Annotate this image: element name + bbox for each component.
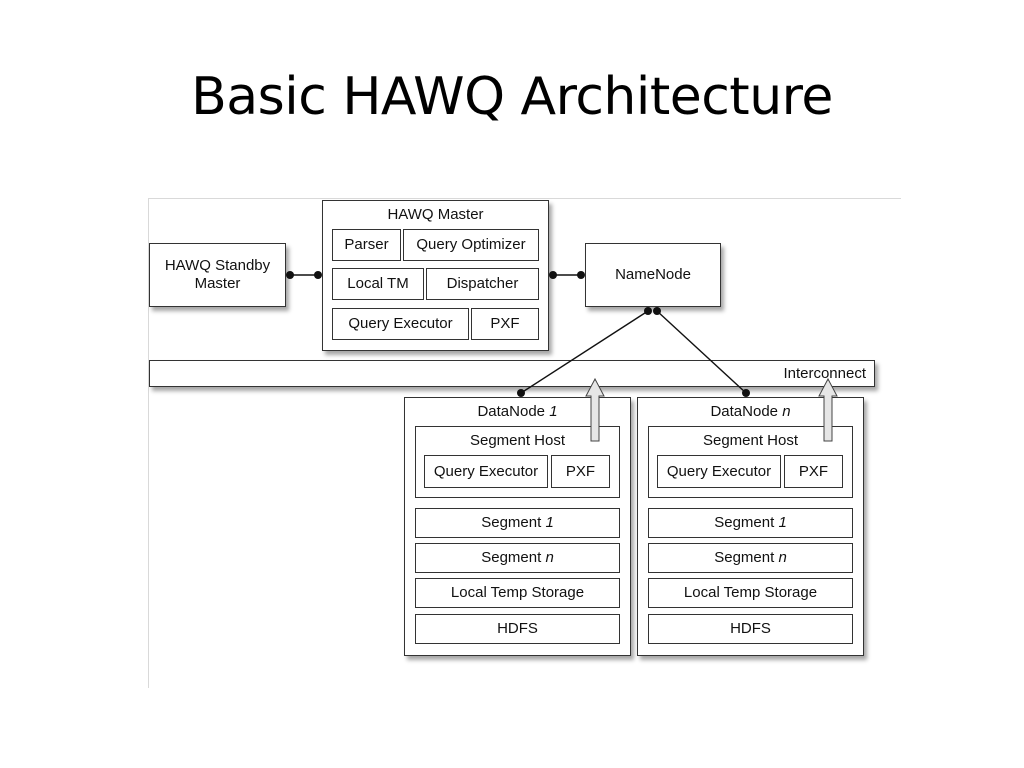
interconnect-bar: Interconnect xyxy=(149,360,875,387)
hawq-master-label: HAWQ Master xyxy=(387,206,484,223)
datanode-n-label-text: DataNode xyxy=(710,403,779,420)
datanode-1-segment-1-index: 1 xyxy=(545,514,554,531)
datanode-1-hdfs-box: HDFS xyxy=(415,614,620,644)
datanode-n-label: DataNode n xyxy=(637,403,864,421)
datanode-1-label: DataNode 1 xyxy=(404,403,631,421)
parser-box: Parser xyxy=(332,229,401,261)
datanode-n-segment-n-index: n xyxy=(778,549,787,566)
datanode-1-segment-host-label: Segment Host xyxy=(469,432,566,449)
local-tm-box: Local TM xyxy=(332,268,424,300)
datanode-1-label-text: DataNode xyxy=(477,403,546,420)
interconnect-label: Interconnect xyxy=(783,364,866,382)
datanode-1-pxf-box: PXF xyxy=(551,455,610,488)
datanode-n-local-temp-storage-box: Local Temp Storage xyxy=(648,578,853,608)
datanode-1-query-executor-box: Query Executor xyxy=(424,455,548,488)
datanode-n-segment-1-box: Segment 1 xyxy=(648,508,853,538)
datanode-n-pxf-box: PXF xyxy=(784,455,843,488)
datanode-n-hdfs-box: HDFS xyxy=(648,614,853,644)
namenode-box: NameNode xyxy=(585,243,721,307)
datanode-n-segment-n-label: Segment xyxy=(714,549,775,566)
datanode-1-segment-n-label: Segment xyxy=(481,549,542,566)
datanode-1-local-temp-storage-box: Local Temp Storage xyxy=(415,578,620,608)
master-query-executor-box: Query Executor xyxy=(332,308,469,340)
datanode-n-segment-host-label: Segment Host xyxy=(702,432,799,449)
slide-title: Basic HAWQ Architecture xyxy=(191,67,833,127)
standby-master-label-line2: Master xyxy=(194,275,241,292)
dispatcher-box: Dispatcher xyxy=(426,268,539,300)
datanode-1-segment-1-label: Segment xyxy=(481,514,542,531)
datanode-1-label-index: 1 xyxy=(549,403,558,420)
standby-master-label-line1: HAWQ Standby xyxy=(164,257,271,274)
datanode-n-segment-1-label: Segment xyxy=(714,514,775,531)
datanode-n-label-index: n xyxy=(782,403,791,420)
datanode-n-segment-1-index: 1 xyxy=(778,514,787,531)
datanode-1-segment-n-box: Segment n xyxy=(415,543,620,573)
query-optimizer-box: Query Optimizer xyxy=(403,229,539,261)
datanode-1-segment-1-box: Segment 1 xyxy=(415,508,620,538)
datanode-n-query-executor-box: Query Executor xyxy=(657,455,781,488)
datanode-n-segment-n-box: Segment n xyxy=(648,543,853,573)
master-pxf-box: PXF xyxy=(471,308,539,340)
datanode-1-segment-n-index: n xyxy=(545,549,554,566)
diagram-frame xyxy=(148,198,901,688)
standby-master-box: HAWQ Standby Master xyxy=(149,243,286,307)
